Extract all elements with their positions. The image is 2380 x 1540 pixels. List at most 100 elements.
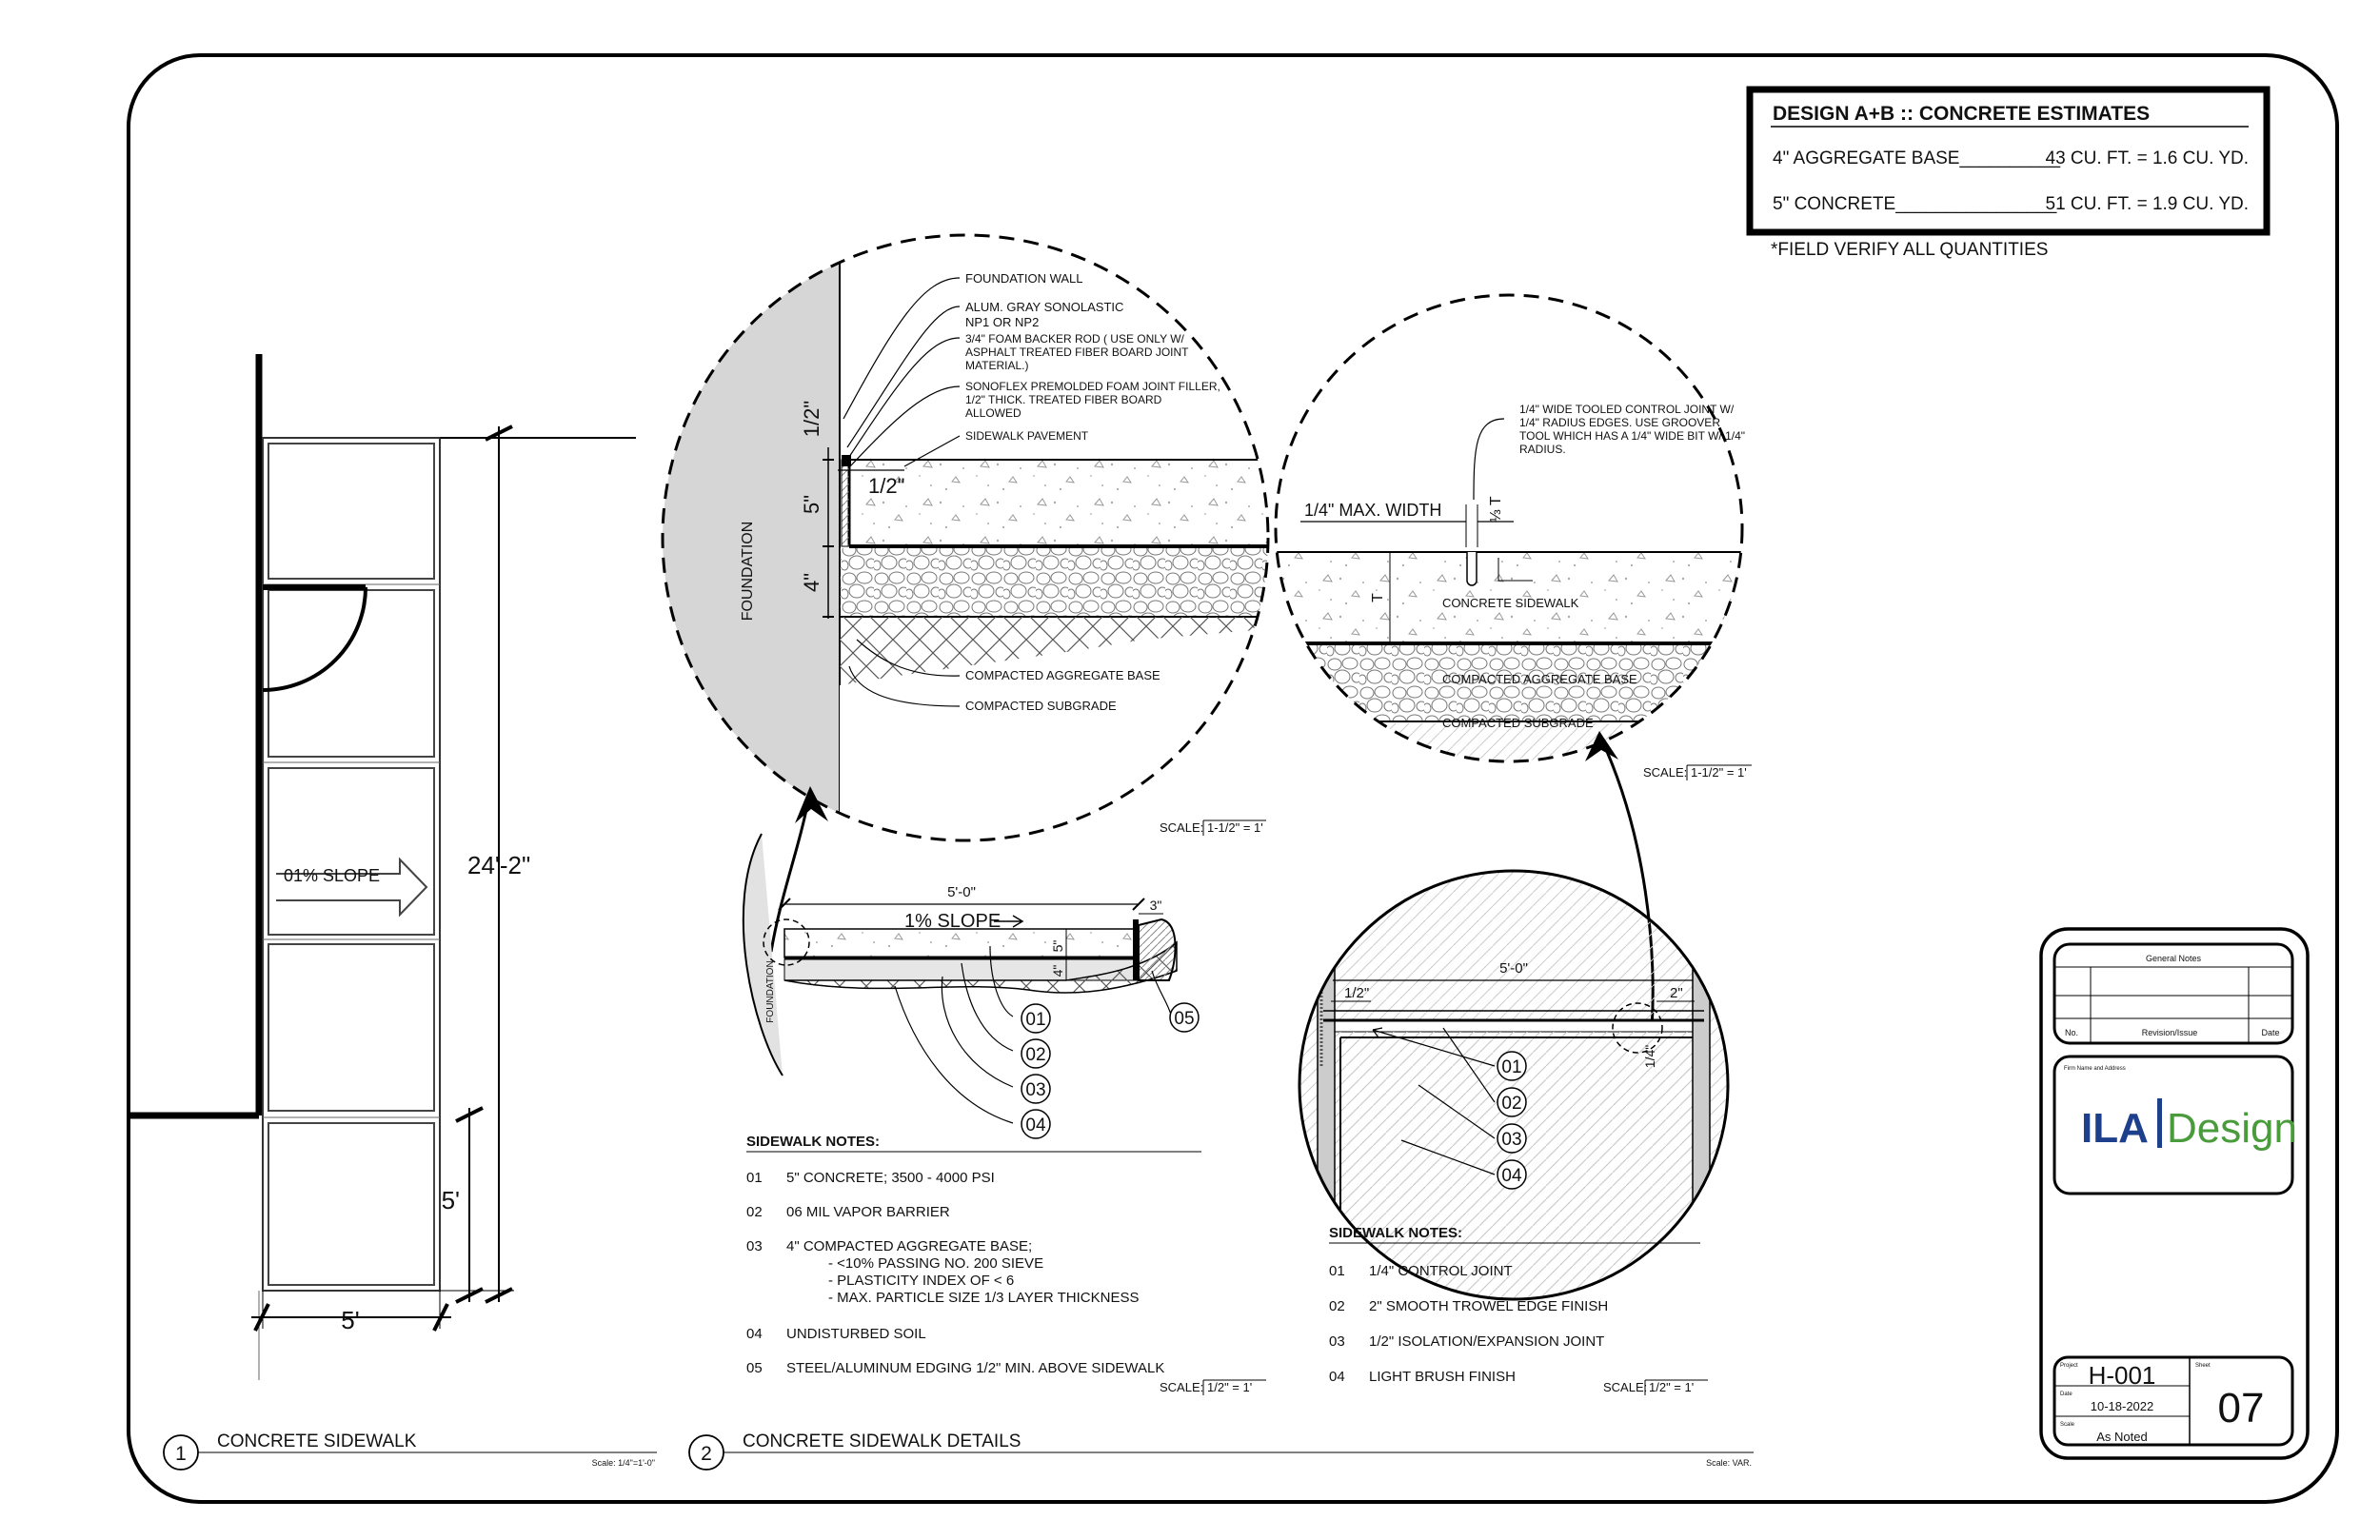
detail-b-base-label: COMPACTED AGGREGATE BASE — [1442, 672, 1637, 686]
detail-b-subgrade-label: COMPACTED SUBGRADE — [1442, 716, 1594, 730]
detail-b-control-joint: 1/4" MAX. WIDTH ⅓ T T 1/4" WIDE TOOLED C… — [1274, 293, 1752, 780]
note-tag — [1021, 1038, 1051, 1069]
detail-a-callout-1: FOUNDATION WALL — [965, 271, 1083, 286]
notes2-text-2: 2" SMOOTH TROWEL EDGE FINISH — [1369, 1298, 1608, 1314]
detail-b-scale-prefix: SCALE: — [1643, 765, 1687, 780]
date-label: Date — [2060, 1392, 2073, 1397]
detail-a-dim-5: 5" — [800, 495, 823, 514]
detail-a-callout-7: SONOFLEX PREMOLDED FOAM JOINT FILLER, — [965, 380, 1220, 393]
section-plan-view-circle: 5'-0" 1/2" 2" 1/4" 01 02 03 04 — [1298, 869, 1730, 1301]
section2-tags: 01 02 03 04 — [1497, 1051, 1527, 1190]
note-tag — [1497, 1051, 1527, 1081]
notes2-num-3: 03 — [1329, 1333, 1345, 1350]
section1-edge-dim: 3" — [1150, 898, 1162, 913]
note-tag-label: 02 — [1025, 1045, 1045, 1065]
general-notes-label: General Notes — [2146, 954, 2202, 963]
scale-value: As Noted — [2096, 1430, 2147, 1444]
note-tag-label: 04 — [1025, 1116, 1046, 1135]
notes1-num-5: 05 — [746, 1360, 763, 1376]
note-tag — [1497, 1123, 1527, 1154]
notes2-num-2: 02 — [1329, 1298, 1345, 1314]
section1-foundation-label: FOUNDATION — [765, 960, 776, 1022]
detail-a-foundation-joint: FOUNDATION 1/2" 5" 4" 1/2" FOUNDATION WA… — [661, 233, 1270, 842]
note-tag — [1021, 1003, 1051, 1034]
drawing-title-2: 2 CONCRETE SIDEWALK DETAILS Scale: VAR. — [688, 1431, 1754, 1471]
title2-text: CONCRETE SIDEWALK DETAILS — [743, 1431, 1021, 1451]
note-tag-label: 01 — [1025, 1010, 1045, 1030]
notes1-scale-prefix: SCALE: — [1160, 1380, 1203, 1394]
detail-b-max-width: 1/4" MAX. WIDTH — [1304, 501, 1441, 520]
detail-b-third-t: ⅓ T — [1488, 496, 1504, 523]
detail-a-callout-6: MATERIAL.) — [965, 359, 1028, 372]
notes1-sub-3: - MAX. PARTICLE SIZE 1/3 LAYER THICKNESS — [828, 1290, 1139, 1306]
sheet-number: 07 — [2218, 1385, 2265, 1431]
detail-a-foundation-label: FOUNDATION — [740, 522, 756, 622]
title1-number: 1 — [175, 1443, 187, 1465]
estimates-title: DESIGN A+B :: CONCRETE ESTIMATES — [1773, 103, 2150, 125]
estimate-qty-concrete: 51 CU. FT. = 1.9 CU. YD. — [2046, 194, 2249, 214]
note-tag-label: 03 — [1501, 1130, 1521, 1150]
project-label: Project — [2060, 1363, 2078, 1369]
notes1-sub-1: - <10% PASSING NO. 200 SIEVE — [828, 1255, 1043, 1272]
plan-slope-label: 01% SLOPE — [284, 866, 380, 885]
section2-left-dim: 1/2" — [1344, 985, 1369, 1001]
detail-a-scale: 1-1/2" = 1' — [1207, 820, 1263, 835]
notes2-num-4: 04 — [1329, 1369, 1345, 1385]
detail-a-callout-2: ALUM. GRAY SONOLASTIC — [965, 300, 1123, 314]
notes1-sub-2: - PLASTICITY INDEX OF < 6 — [828, 1273, 1014, 1289]
detail-a-callout-3: NP1 OR NP2 — [965, 315, 1039, 329]
title2-scale: Scale: VAR. — [1706, 1458, 1752, 1468]
note-tag — [1169, 1002, 1200, 1033]
notes1-text-5: STEEL/ALUMINUM EDGING 1/2" MIN. ABOVE SI… — [786, 1360, 1164, 1376]
title1-text: CONCRETE SIDEWALK — [217, 1431, 417, 1451]
notes1-num-3: 03 — [746, 1238, 763, 1254]
note-tag-label: 05 — [1174, 1009, 1194, 1029]
notes1-text-4: UNDISTURBED SOIL — [786, 1326, 926, 1342]
detail-b-callout-3: TOOL WHICH HAS A 1/4" WIDE BIT W/ 1/4" — [1519, 429, 1745, 443]
plan-view: 01% SLOPE 24'-2" 5' 5' — [129, 354, 636, 1380]
note-tag — [1021, 1074, 1051, 1104]
notes1-text-1: 5" CONCRETE; 3500 - 4000 PSI — [786, 1170, 995, 1186]
drawing-title-1: 1 CONCRETE SIDEWALK Scale: 1/4"=1'-0" — [163, 1431, 657, 1471]
notes1-num-4: 04 — [746, 1326, 763, 1342]
project-number: H-001 — [2089, 1361, 2156, 1390]
plan-length-dim: 24'-2" — [467, 851, 530, 879]
notes1-text-3: 4" COMPACTED AGGREGATE BASE; — [786, 1238, 1032, 1254]
section2-width-dim: 5'-0" — [1499, 960, 1528, 977]
detail-a-subgrade-label: COMPACTED SUBGRADE — [965, 699, 1117, 713]
notes1-title: SIDEWALK NOTES: — [746, 1134, 880, 1150]
section1-slope: 1% SLOPE — [904, 911, 1001, 932]
notes2-scale-prefix: SCALE: — [1603, 1380, 1647, 1394]
slope-arrow-icon — [994, 915, 1024, 928]
notes2-title: SIDEWALK NOTES: — [1329, 1225, 1462, 1241]
title2-number: 2 — [701, 1443, 712, 1465]
notes1-text-2: 06 MIL VAPOR BARRIER — [786, 1204, 950, 1220]
detail-a-callout-10: SIDEWALK PAVEMENT — [965, 429, 1089, 443]
title1-scale: Scale: 1/4"=1'-0" — [592, 1458, 655, 1468]
section1-width-dim: 5'-0" — [947, 884, 976, 900]
plan-width-dim: 5' — [341, 1306, 359, 1334]
detail-a-base-label: COMPACTED AGGREGATE BASE — [965, 668, 1160, 682]
estimate-qty-base: 43 CU. FT. = 1.6 CU. YD. — [2046, 148, 2249, 168]
logo-ila: ILA — [2081, 1105, 2149, 1152]
detail-a-dim-half: 1/2" — [800, 401, 823, 437]
title-block: General Notes No. Revision/Issue Date Fi… — [2039, 927, 2310, 1460]
col-no-label: No. — [2065, 1028, 2078, 1037]
estimate-item-base: 4" AGGREGATE BASE__________ — [1773, 148, 2061, 168]
section2-quarter-dim: 1/4" — [1642, 1045, 1657, 1068]
note-tag-label: 02 — [1501, 1094, 1521, 1114]
detail-a-scale-prefix: SCALE: — [1160, 820, 1203, 835]
arrowhead-icon — [795, 786, 828, 823]
slope-arrow-icon — [276, 857, 428, 918]
notes2-text-4: LIGHT BRUSH FINISH — [1369, 1369, 1516, 1385]
note-tag-label: 03 — [1025, 1080, 1045, 1100]
detail-b-sidewalk-label: CONCRETE SIDEWALK — [1442, 596, 1579, 610]
detail-a-callout-9: ALLOWED — [965, 406, 1021, 420]
notes2-num-1: 01 — [1329, 1263, 1345, 1279]
col-date-label: Date — [2261, 1028, 2279, 1037]
firm-label: Firm Name and Address — [2064, 1066, 2126, 1072]
note-tag-label: 04 — [1501, 1166, 1522, 1186]
detail-b-t: T — [1370, 593, 1386, 602]
detail-a-callout-8: 1/2" THICK. TREATED FIBER BOARD — [965, 393, 1162, 406]
